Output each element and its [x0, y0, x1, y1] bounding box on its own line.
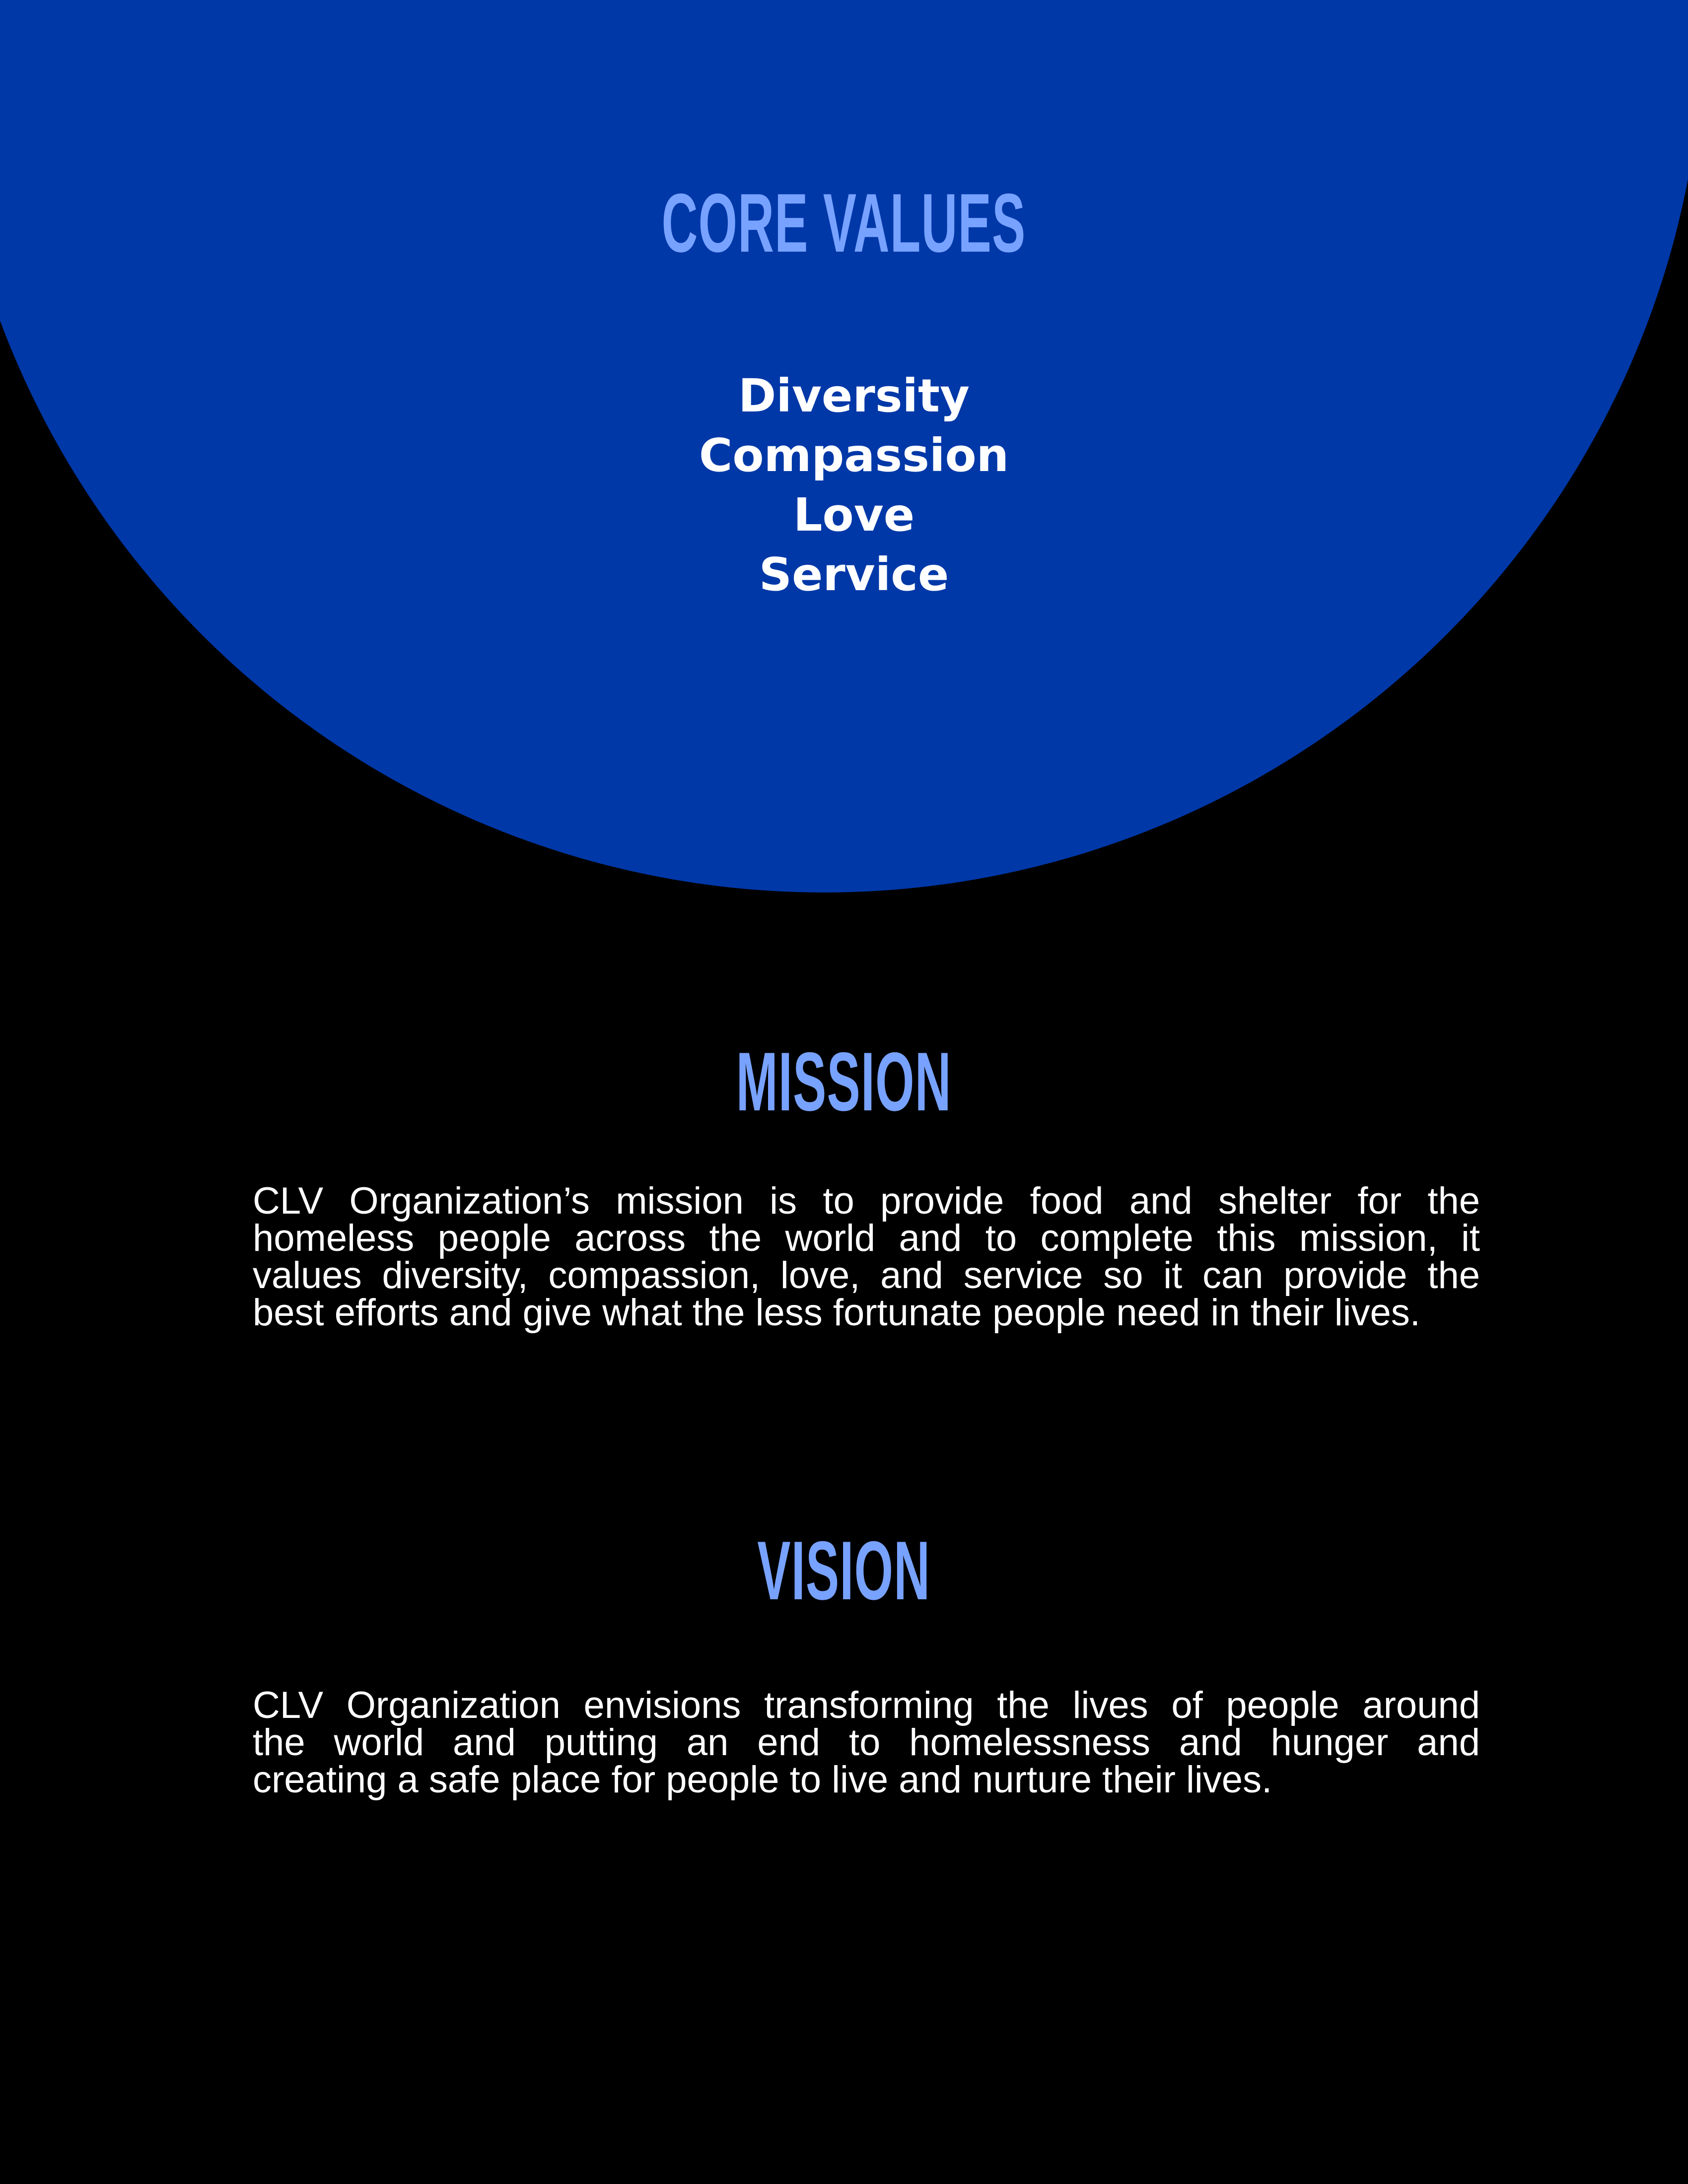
mission-line: best efforts and give what the less fort…	[253, 1292, 1420, 1334]
mission-paragraph: CLV Organization’s mission is to provide…	[253, 1180, 1480, 1334]
core-value-item: Service	[759, 548, 949, 601]
core-values-title: CORE VALUES	[0, 181, 1688, 265]
vision-line: the world and putting an end to homeless…	[253, 1721, 1480, 1764]
core-value-item: Compassion	[699, 429, 1009, 482]
core-value-item: Love	[793, 488, 915, 542]
core-value-item: Diversity	[738, 369, 970, 422]
vision-line: creating a safe place for people to live…	[253, 1759, 1272, 1801]
mission-line: values diversity, compassion, love, and …	[253, 1254, 1480, 1297]
core-values-title-text: CORE VALUES	[662, 176, 1026, 270]
mission-line: CLV Organization’s mission is to provide…	[253, 1180, 1480, 1222]
mission-title: MISSION	[0, 1040, 1688, 1123]
vision-paragraph: CLV Organization envisions transforming …	[253, 1684, 1480, 1801]
vision-line: CLV Organization envisions transforming …	[253, 1684, 1480, 1726]
core-values-list: Diversity Compassion Love Service	[606, 366, 1102, 605]
vision-title-text: VISION	[757, 1524, 931, 1617]
mission-title-text: MISSION	[736, 1035, 952, 1128]
mission-line: homeless people across the world and to …	[253, 1217, 1480, 1259]
vision-title: VISION	[0, 1529, 1688, 1612]
